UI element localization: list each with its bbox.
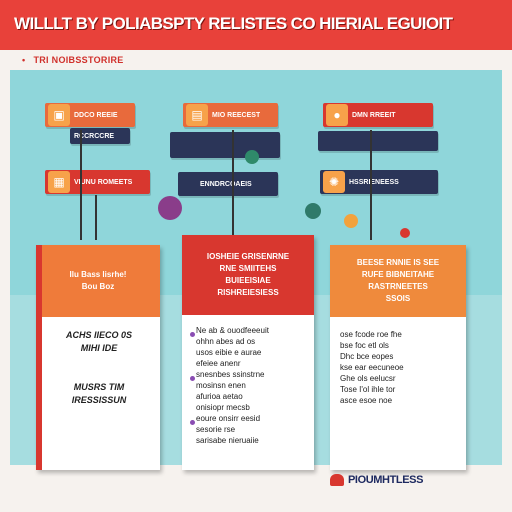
card-line: mosinsn enen (196, 381, 246, 390)
tag-card[interactable]: ▤ MIO REECEST (183, 103, 278, 127)
card-line: ACHS IIECO 0S (65, 330, 132, 340)
card-header-line: SSOIS (385, 294, 411, 303)
sun-icon: ✺ (323, 171, 345, 193)
card-header-line: RNE SMIITEHS (219, 264, 277, 273)
chart-icon: ▤ (186, 104, 208, 126)
tag-label: DMN RREEIT (352, 111, 396, 119)
card-line: bse foc etl ols (340, 341, 389, 350)
decor-blob (344, 214, 358, 228)
card-line: ohhn abes ad os (196, 337, 256, 346)
card-header-line: IOSHEIE GRISENRNE (206, 252, 290, 261)
decor-blob (245, 150, 259, 164)
card-line: Ghe ols eelucsr (340, 374, 396, 383)
card-line: sesorie rse (196, 425, 236, 434)
header-bar: WILLLT BY POLIABSPTY RELISTES CO HIERIAL… (0, 0, 512, 50)
tag-strip (170, 132, 280, 158)
subtitle: •TRI NOIBSSTORIRE (22, 55, 124, 65)
card-line: Tose I'ol ihle tor (340, 385, 396, 394)
tag-strip (318, 131, 438, 151)
tag-card[interactable]: ▦ VIUNU ROMEETS (45, 170, 150, 194)
card-line: onisiopr mecsb (196, 403, 250, 412)
bullet-dot (190, 332, 195, 337)
card-line (46, 368, 152, 381)
card-line: MUSRS TIM (73, 382, 125, 392)
card-line: asce esoe noe (340, 396, 393, 405)
card-body: ose fcode roe fhe bse foc etl ols Dhc bc… (340, 329, 458, 406)
tag-label: HSSRIENEESS (349, 178, 399, 186)
card-line (46, 355, 152, 368)
tag-label: VIUNU ROMEETS (74, 178, 133, 186)
card-line: afurioa aetao (196, 392, 243, 401)
card-line: snesnbes ssinstrne (196, 370, 265, 379)
tag-card[interactable]: ● DMN RREEIT (323, 103, 433, 127)
card-header-line: Ilu Bass lisrhe! (69, 270, 127, 279)
card-header-line: Bou Boz (81, 282, 115, 291)
card-header-line: RUFE BIBNEITAHE (361, 270, 435, 279)
bullet-dot (190, 376, 195, 381)
tag-label: ENNDRCOAEIS (200, 180, 252, 188)
decor-blob (158, 196, 182, 220)
footer-brand: PIOUMHTLESS (330, 474, 424, 487)
subtitle-text: TRI NOIBSSTORIRE (33, 55, 124, 65)
connector-line (80, 130, 82, 240)
card-line: usos eibie e aurae (196, 348, 262, 357)
card-line: sarisabe nieruaiie (196, 436, 259, 445)
chart-icon: ▦ (48, 171, 70, 193)
tag-card[interactable]: RCCRCCRE (70, 128, 130, 144)
card-header-line: RISHREIESIESS (217, 288, 279, 297)
tag-card[interactable]: ENNDRCOAEIS (178, 172, 278, 196)
connector-line (370, 130, 372, 240)
card-header: Ilu Bass lisrhe! Bou Boz (36, 245, 160, 317)
info-card: Ilu Bass lisrhe! Bou Boz ACHS IIECO 0S M… (36, 245, 160, 470)
connector-line (95, 195, 97, 240)
card-line: IRESSISSUN (71, 395, 127, 405)
bullet-dot (190, 420, 195, 425)
card-body: ACHS IIECO 0S MIHI IDE MUSRS TIM IRESSIS… (46, 329, 152, 407)
page-title: WILLLT BY POLIABSPTY RELISTES CO HIERIAL… (14, 14, 453, 33)
card-accent (36, 245, 42, 470)
tag-label: DDCO REEIE (74, 111, 118, 119)
card-line: Dhc bce eopes (340, 352, 394, 361)
info-card: BEESE RNNIE IS SEE RUFE BIBNEITAHE RASTR… (330, 245, 466, 470)
card-line: Ne ab & ouodfeeeuit (196, 326, 269, 335)
card-line: ose fcode roe fhe (340, 330, 402, 339)
card-header-line: RASTRNEETES (368, 282, 428, 291)
connector-line (232, 130, 234, 235)
heart-logo-icon (330, 474, 344, 487)
card-line: kse ear eecuneoe (340, 363, 404, 372)
decor-blob (305, 203, 321, 219)
card-header: BEESE RNNIE IS SEE RUFE BIBNEITAHE RASTR… (330, 245, 466, 317)
lock-icon: ● (326, 104, 348, 126)
card-line: efeiee anenr (196, 359, 241, 368)
box-icon: ▣ (48, 104, 70, 126)
tag-label: RCCRCCRE (74, 132, 115, 140)
footer-text: PIOUMHTLESS (348, 474, 424, 486)
card-body: Ne ab & ouodfeeeuit ohhn abes ad os usos… (196, 325, 306, 446)
tag-card[interactable]: ✺ HSSRIENEESS (320, 170, 438, 194)
card-header: IOSHEIE GRISENRNE RNE SMIITEHS BUIEEISIA… (182, 235, 314, 315)
decor-blob (400, 228, 410, 238)
card-line: MIHI IDE (80, 343, 118, 353)
card-line: eoure onsirr eesid (196, 414, 261, 423)
card-header-line: BUIEEISIAE (225, 276, 271, 285)
info-card: IOSHEIE GRISENRNE RNE SMIITEHS BUIEEISIA… (182, 235, 314, 470)
tag-label: MIO REECEST (212, 111, 261, 119)
tag-card[interactable]: ▣ DDCO REEIE (45, 103, 135, 127)
card-header-line: BEESE RNNIE IS SEE (356, 258, 440, 267)
